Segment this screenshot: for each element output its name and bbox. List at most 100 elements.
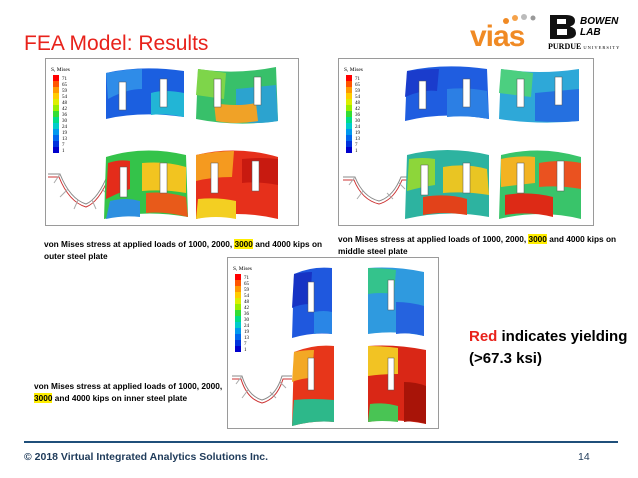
legend-swatch: [53, 141, 59, 147]
legend-value: 59: [244, 288, 250, 293]
legend-swatch: [346, 81, 352, 87]
yielding-text: indicates yielding: [497, 328, 628, 345]
legend-swatch: [346, 129, 352, 135]
legend-swatch: [235, 274, 241, 280]
legend-swatch: [53, 147, 59, 153]
bowen-lab-wordmark: BOWEN LAB: [580, 16, 618, 38]
legend-swatch: [235, 316, 241, 322]
university-word: UNIVERSITY: [583, 45, 621, 50]
lab-word: LAB: [580, 27, 601, 38]
outer-plate-caption: von Mises stress at applied loads of 100…: [44, 238, 324, 262]
legend-swatch: [346, 111, 352, 117]
legend-value: 1: [244, 348, 247, 353]
legend-swatch: [53, 99, 59, 105]
legend-swatch: [53, 105, 59, 111]
legend-swatch: [346, 123, 352, 129]
caption-text: and 4000 kips on middle steel plate: [338, 234, 617, 256]
legend-swatch: [235, 346, 241, 352]
yielding-note-line1: Red indicates yielding: [469, 326, 627, 348]
legend-value: 59: [62, 89, 68, 94]
legend-swatch: [346, 99, 352, 105]
copyright-text: © 2018 Virtual Integrated Analytics Solu…: [24, 451, 269, 463]
legend-value: 48: [62, 101, 68, 106]
legend-swatch: [235, 328, 241, 334]
legend-value: 42: [244, 306, 250, 311]
legend-value: 36: [355, 113, 361, 118]
cross-section-sketch: [343, 176, 413, 205]
bowen-b-icon: [550, 15, 576, 39]
legend-title: S, Mises: [233, 266, 252, 272]
legend-value: 7: [62, 143, 65, 148]
caption-text: von Mises stress at applied loads of 100…: [338, 234, 529, 244]
caption-text: von Mises stress at applied loads of 100…: [34, 381, 223, 391]
legend-swatch: [53, 81, 59, 87]
legend-value: 24: [244, 324, 250, 329]
page-number: 14: [578, 451, 590, 463]
legend-value: 54: [244, 294, 250, 299]
bowen-word: BOWEN: [580, 16, 619, 27]
legend-value: 59: [355, 89, 361, 94]
legend-swatch: [346, 105, 352, 111]
vias-logo: vias: [470, 12, 538, 53]
legend-title: S, Mises: [344, 67, 363, 73]
legend-swatch: [53, 135, 59, 141]
legend-value: 19: [244, 330, 250, 335]
legend-value: 13: [244, 336, 250, 341]
legend-value: 65: [62, 83, 68, 88]
legend-swatch: [235, 322, 241, 328]
legend-swatch: [53, 75, 59, 81]
legend-swatch: [346, 93, 352, 99]
red-word: Red: [469, 328, 498, 345]
legend-value: 30: [355, 119, 361, 124]
legend-swatch: [346, 87, 352, 93]
legend-value: 1: [355, 149, 358, 154]
caption-highlight: 3000: [528, 234, 547, 244]
legend-value: 24: [62, 125, 68, 130]
footer-divider: [24, 441, 618, 443]
legend-value: 54: [62, 95, 68, 100]
legend-value: 19: [62, 131, 68, 136]
legend-value: 54: [355, 95, 361, 100]
legend-value: 30: [62, 119, 68, 124]
legend-value: 71: [355, 77, 361, 82]
legend-swatch: [235, 304, 241, 310]
slide-title: FEA Model: Results: [24, 32, 209, 55]
legend-swatch: [235, 280, 241, 286]
legend-value: 36: [62, 113, 68, 118]
legend-swatch: [53, 123, 59, 129]
legend-swatch: [235, 310, 241, 316]
legend-swatch: [53, 93, 59, 99]
legend-swatch: [235, 292, 241, 298]
legend-swatch: [235, 340, 241, 346]
yielding-note: Red indicates yielding (>67.3 ksi): [469, 326, 627, 370]
vias-dots-icon: [503, 14, 536, 24]
legend-swatch: [346, 117, 352, 123]
legend-value: 7: [244, 342, 247, 347]
legend-value: 48: [355, 101, 361, 106]
legend-value: 42: [355, 107, 361, 112]
legend-value: 24: [355, 125, 361, 130]
legend-value: 71: [244, 276, 250, 281]
legend-swatch: [346, 141, 352, 147]
legend-value: 13: [62, 137, 68, 142]
legend-swatch: [346, 75, 352, 81]
legend-swatch: [235, 298, 241, 304]
vias-logo-text: vias: [470, 20, 525, 53]
cross-section-sketch: [232, 375, 292, 404]
legend-value: 65: [244, 282, 250, 287]
legend-value: 36: [244, 312, 250, 317]
legend-swatch: [53, 111, 59, 117]
legend-swatch: [53, 87, 59, 93]
caption-text: and 4000 kips on outer steel plate: [44, 239, 323, 261]
legend-value: 1: [62, 149, 65, 154]
legend-title: S, Mises: [51, 67, 70, 73]
legend-value: 13: [355, 137, 361, 142]
legend-swatch: [53, 117, 59, 123]
